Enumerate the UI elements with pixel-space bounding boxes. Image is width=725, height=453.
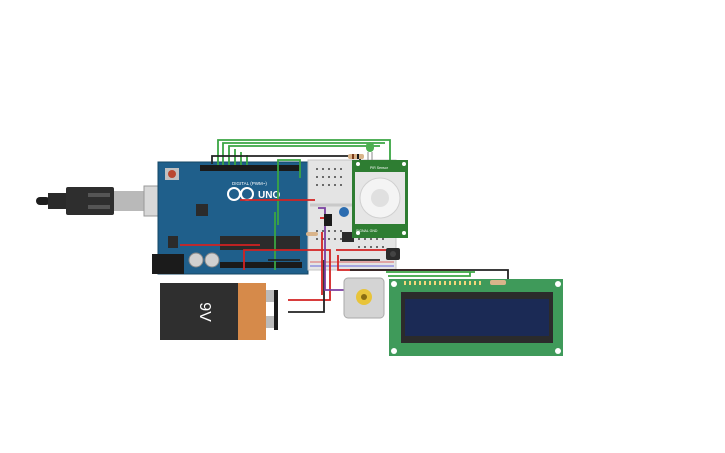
capacitor-blue[interactable] bbox=[339, 207, 349, 217]
pir-label-top: PIR Sensor bbox=[370, 166, 389, 170]
arduino-digital-label: DIGITAL (PWM~) bbox=[232, 181, 267, 186]
battery-9v[interactable]: 9V bbox=[160, 283, 278, 340]
pir-sensor[interactable]: PIR Sensor SIGNAL GND bbox=[352, 160, 408, 238]
resistor-top[interactable] bbox=[348, 154, 364, 159]
potentiometer[interactable] bbox=[386, 248, 400, 260]
lcd-16x2[interactable] bbox=[389, 279, 563, 356]
arduino-uno-board[interactable]: UNO DIGITAL (PWM~) bbox=[152, 161, 309, 275]
arduino-model-label: UNO bbox=[258, 190, 280, 201]
atmega-chip bbox=[220, 236, 300, 250]
diode[interactable] bbox=[324, 214, 332, 226]
dc-motor[interactable] bbox=[343, 277, 385, 319]
transistor[interactable] bbox=[342, 232, 354, 242]
battery-label: 9V bbox=[196, 302, 213, 322]
lcd-screen bbox=[405, 299, 549, 336]
pir-label-bottom: SIGNAL GND bbox=[356, 229, 378, 233]
wire-purple[interactable] bbox=[318, 207, 346, 291]
power-jack[interactable] bbox=[152, 254, 184, 274]
lcd-resistor[interactable] bbox=[490, 280, 506, 285]
resistor-small[interactable] bbox=[306, 232, 318, 236]
led-green[interactable] bbox=[366, 142, 374, 160]
